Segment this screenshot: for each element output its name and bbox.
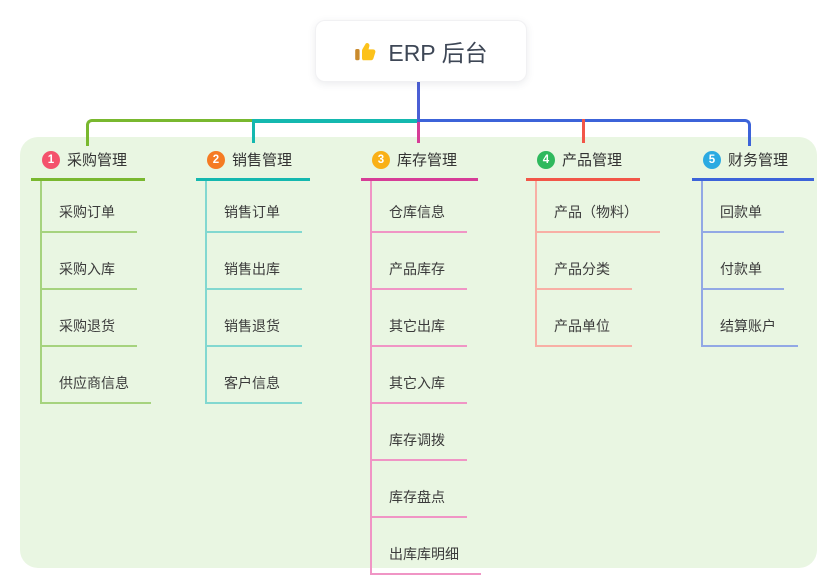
branch-item[interactable]: 库存调拨 <box>372 430 467 461</box>
root-node[interactable]: ERP 后台 <box>315 20 527 82</box>
branch-item-list: 仓库信息产品库存其它出库其它入库库存调拨库存盘点出库库明细 <box>370 181 481 575</box>
branch-title-procurement[interactable]: 1 采购管理 <box>31 148 145 181</box>
branch-item[interactable]: 仓库信息 <box>372 202 467 233</box>
branch-title-finance[interactable]: 5 财务管理 <box>692 148 814 181</box>
branch-item[interactable]: 采购订单 <box>42 202 137 233</box>
branch-item-list: 销售订单销售出库销售退货客户信息 <box>205 181 310 404</box>
branch-procurement: 1 采购管理 采购订单采购入库采购退货供应商信息 <box>31 148 151 404</box>
branch-item[interactable]: 采购入库 <box>42 259 137 290</box>
branch-item[interactable]: 供应商信息 <box>42 373 151 404</box>
connector-sales-horizontal <box>253 119 418 123</box>
thumbs-up-icon <box>355 43 376 61</box>
branch-number-badge: 3 <box>372 150 390 169</box>
branch-item[interactable]: 回款单 <box>703 202 784 233</box>
branch-title-label: 采购管理 <box>67 152 128 169</box>
branch-item[interactable]: 其它入库 <box>372 373 467 404</box>
branch-title-label: 产品管理 <box>562 152 623 169</box>
branch-item[interactable]: 产品单位 <box>537 316 632 347</box>
trunk-line <box>416 78 420 123</box>
branch-inventory: 3 库存管理 仓库信息产品库存其它出库其它入库库存调拨库存盘点出库库明细 <box>361 148 481 575</box>
branch-product: 4 产品管理 产品（物料） 产品分类产品单位 <box>526 148 660 347</box>
branch-finance: 5 财务管理 回款单付款单结算账户 <box>692 148 814 347</box>
branch-number-badge: 5 <box>703 150 721 169</box>
branch-item[interactable]: 销售退货 <box>207 316 302 347</box>
branch-title-sales[interactable]: 2 销售管理 <box>196 148 310 181</box>
branch-item[interactable]: 付款单 <box>703 259 784 290</box>
branch-item[interactable]: 采购退货 <box>42 316 137 347</box>
branch-item[interactable]: 产品库存 <box>372 259 467 290</box>
branch-number-badge: 2 <box>207 150 225 169</box>
connector-inventory-drop <box>416 122 420 143</box>
branch-number-badge: 1 <box>42 150 60 169</box>
branch-title-label: 财务管理 <box>728 152 789 169</box>
branch-item[interactable]: 出库库明细 <box>372 544 481 575</box>
branch-item-list: 采购订单采购入库采购退货供应商信息 <box>40 181 151 404</box>
branch-sales: 2 销售管理 销售订单销售出库销售退货客户信息 <box>196 148 310 404</box>
branch-item[interactable]: 其它出库 <box>372 316 467 347</box>
connector-product-drop <box>581 119 585 143</box>
branch-number-badge: 4 <box>537 150 555 169</box>
branch-title-label: 库存管理 <box>397 152 458 169</box>
branch-item[interactable]: 产品分类 <box>537 259 632 290</box>
connector-sales-drop <box>251 119 255 143</box>
branch-item[interactable]: 销售出库 <box>207 259 302 290</box>
branch-item[interactable]: 产品（物料） <box>537 202 660 233</box>
branch-item[interactable]: 结算账户 <box>703 316 798 347</box>
branch-item-list: 产品（物料） 产品分类产品单位 <box>535 181 660 347</box>
connector-procurement <box>86 119 256 146</box>
branch-item-list: 回款单付款单结算账户 <box>701 181 814 347</box>
branch-title-label: 销售管理 <box>232 152 293 169</box>
branch-title-product[interactable]: 4 产品管理 <box>526 148 640 181</box>
branch-title-inventory[interactable]: 3 库存管理 <box>361 148 478 181</box>
branch-item[interactable]: 客户信息 <box>207 373 302 404</box>
root-label: ERP 后台 <box>388 40 488 66</box>
branches-panel <box>20 137 817 568</box>
branch-item[interactable]: 销售订单 <box>207 202 302 233</box>
branch-item[interactable]: 库存盘点 <box>372 487 467 518</box>
